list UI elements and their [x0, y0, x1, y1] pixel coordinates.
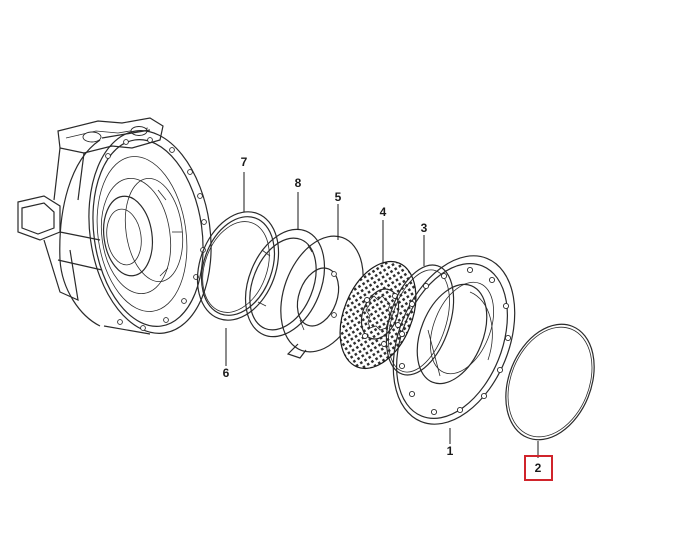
callout-4: 4 — [380, 205, 387, 219]
part-3-ring — [385, 264, 455, 376]
part-7-ring — [196, 211, 280, 321]
part-4-friction-disc — [339, 260, 417, 370]
callout-labels: 7 8 5 4 3 6 1 2 — [223, 155, 553, 481]
callout-5: 5 — [335, 190, 342, 204]
leader-lines — [225, 172, 539, 458]
callout-8: 8 — [295, 176, 302, 190]
housing-part — [17, 117, 212, 335]
callout-2[interactable]: 2 — [535, 461, 542, 475]
callout-1: 1 — [447, 444, 454, 458]
part-2-o-ring — [505, 323, 595, 441]
part-8-ring — [244, 228, 326, 338]
callout-6: 6 — [223, 366, 230, 380]
callout-3: 3 — [421, 221, 428, 235]
callout-7: 7 — [241, 155, 248, 169]
part-1-cover — [392, 255, 516, 425]
callout-2-highlight-box[interactable] — [524, 455, 553, 481]
